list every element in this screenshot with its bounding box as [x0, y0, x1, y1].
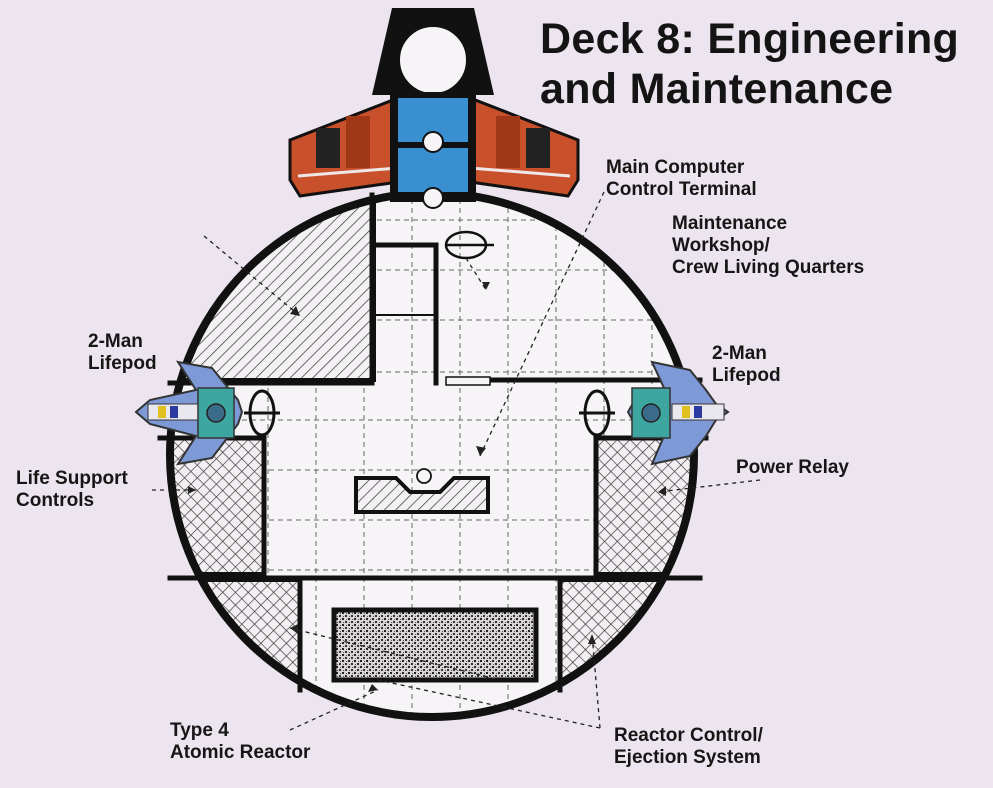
leader-arrowheads: [188, 282, 666, 692]
tower-hatch: [394, 21, 472, 99]
label-lifepod-left: 2-Man Lifepod: [88, 331, 157, 374]
central-console: [354, 476, 490, 514]
reactor-control-right: [558, 578, 694, 717]
top-tower: [288, 8, 580, 209]
label-reactor-control: Reactor Control/ Ejection System: [614, 725, 763, 768]
walls: [157, 192, 709, 693]
maintenance-workshop-hatch: [170, 193, 376, 382]
label-power-relay: Power Relay: [736, 457, 849, 478]
reactor-control-left: [170, 578, 302, 717]
tower-wing-left: [288, 95, 400, 198]
label-maintenance-workshop: Maintenance Workshop/ Crew Living Quarte…: [672, 213, 865, 278]
lifepod-left: [134, 360, 244, 466]
label-lifepod-right: 2-Man Lifepod: [712, 343, 781, 386]
lifepod-right: [626, 360, 730, 466]
ladder-left: [244, 389, 280, 437]
page-title: Deck 8: Engineering and Maintenance: [540, 15, 960, 113]
ladder-right: [579, 389, 615, 437]
label-life-support: Life Support Controls: [16, 468, 128, 511]
label-reactor: Type 4 Atomic Reactor: [170, 720, 311, 763]
console-seat: [416, 468, 432, 484]
doorway: [445, 376, 491, 386]
reactor-core: [331, 607, 539, 683]
leader-lines: [152, 191, 761, 731]
label-main-computer: Main Computer Control Terminal: [606, 157, 757, 200]
